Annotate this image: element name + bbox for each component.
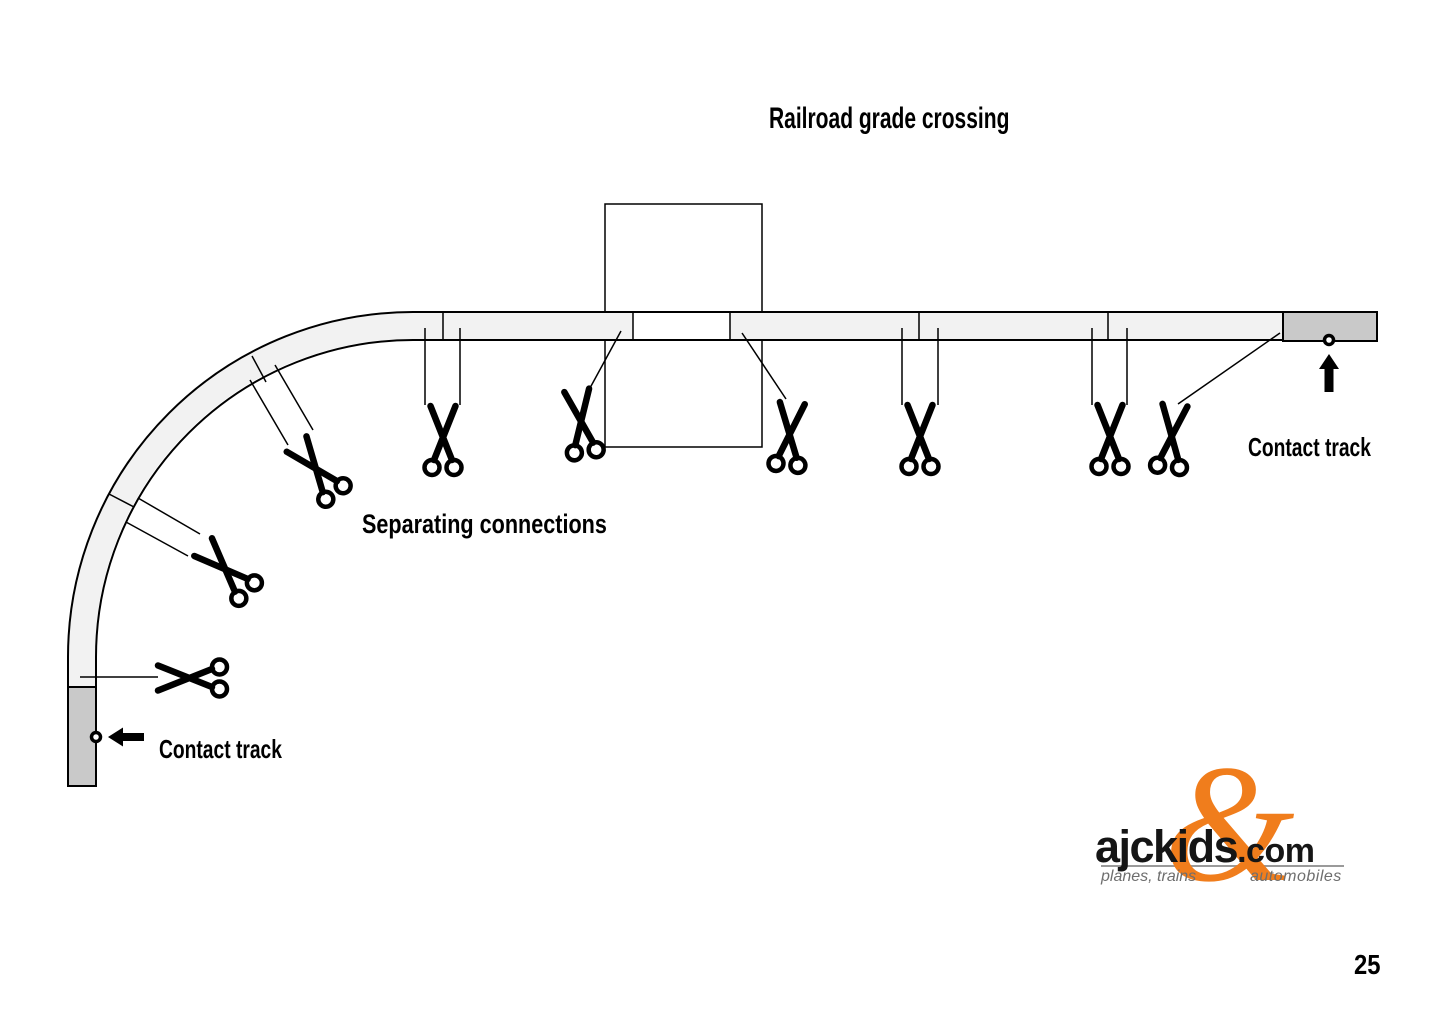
page-number: 25: [1354, 949, 1381, 980]
track-curve: [67, 311, 414, 787]
page-title: Railroad grade crossing: [769, 102, 1010, 135]
logo-ampersand-icon: &: [1164, 731, 1295, 917]
scissors-icon: [902, 405, 939, 474]
leader-line: [249, 379, 289, 446]
scissors-icon: [1149, 403, 1193, 475]
arrow-up-icon: [1319, 354, 1339, 392]
scissors-icon: [282, 433, 354, 510]
crossing-track-segment: [633, 313, 730, 340]
logo-tagline-right: automobiles: [1250, 868, 1342, 885]
scissors-icon: [190, 534, 265, 609]
scissors-icon: [158, 660, 227, 697]
leader-line: [741, 332, 787, 400]
track-straight: [413, 311, 1284, 341]
scissors-icon: [768, 402, 811, 474]
logo-tld: .com: [1237, 832, 1315, 870]
leader-line: [125, 521, 189, 557]
contact-track-right-label: Contact track: [1248, 432, 1371, 462]
contact-dot-left-icon: [89, 730, 103, 744]
contact-track-left-label: Contact track: [159, 734, 282, 764]
leader-line: [274, 364, 314, 431]
scissors-icon: [425, 406, 462, 475]
logo-wordmark: ajckids.com: [1095, 821, 1315, 873]
logo-name: ajckids: [1095, 821, 1239, 872]
rail-joints: [108, 312, 1109, 508]
leader-line: [1177, 332, 1281, 405]
separating-connections-label: Separating connections: [362, 509, 607, 539]
leader-line: [137, 497, 201, 535]
rail-joint: [108, 493, 135, 508]
contact-dot-right-icon: [1322, 333, 1336, 347]
contact-track-right: [1282, 311, 1378, 392]
leader-lines: [80, 328, 1281, 678]
arrow-left-icon: [108, 727, 144, 747]
scissors-icon: [558, 388, 604, 461]
logo-tagline-left: planes, trains: [1101, 868, 1197, 885]
rail-joint: [251, 355, 267, 383]
logo-rule: [1101, 865, 1344, 867]
scissors-icon: [1092, 405, 1129, 474]
contact-track-left: [67, 686, 144, 787]
